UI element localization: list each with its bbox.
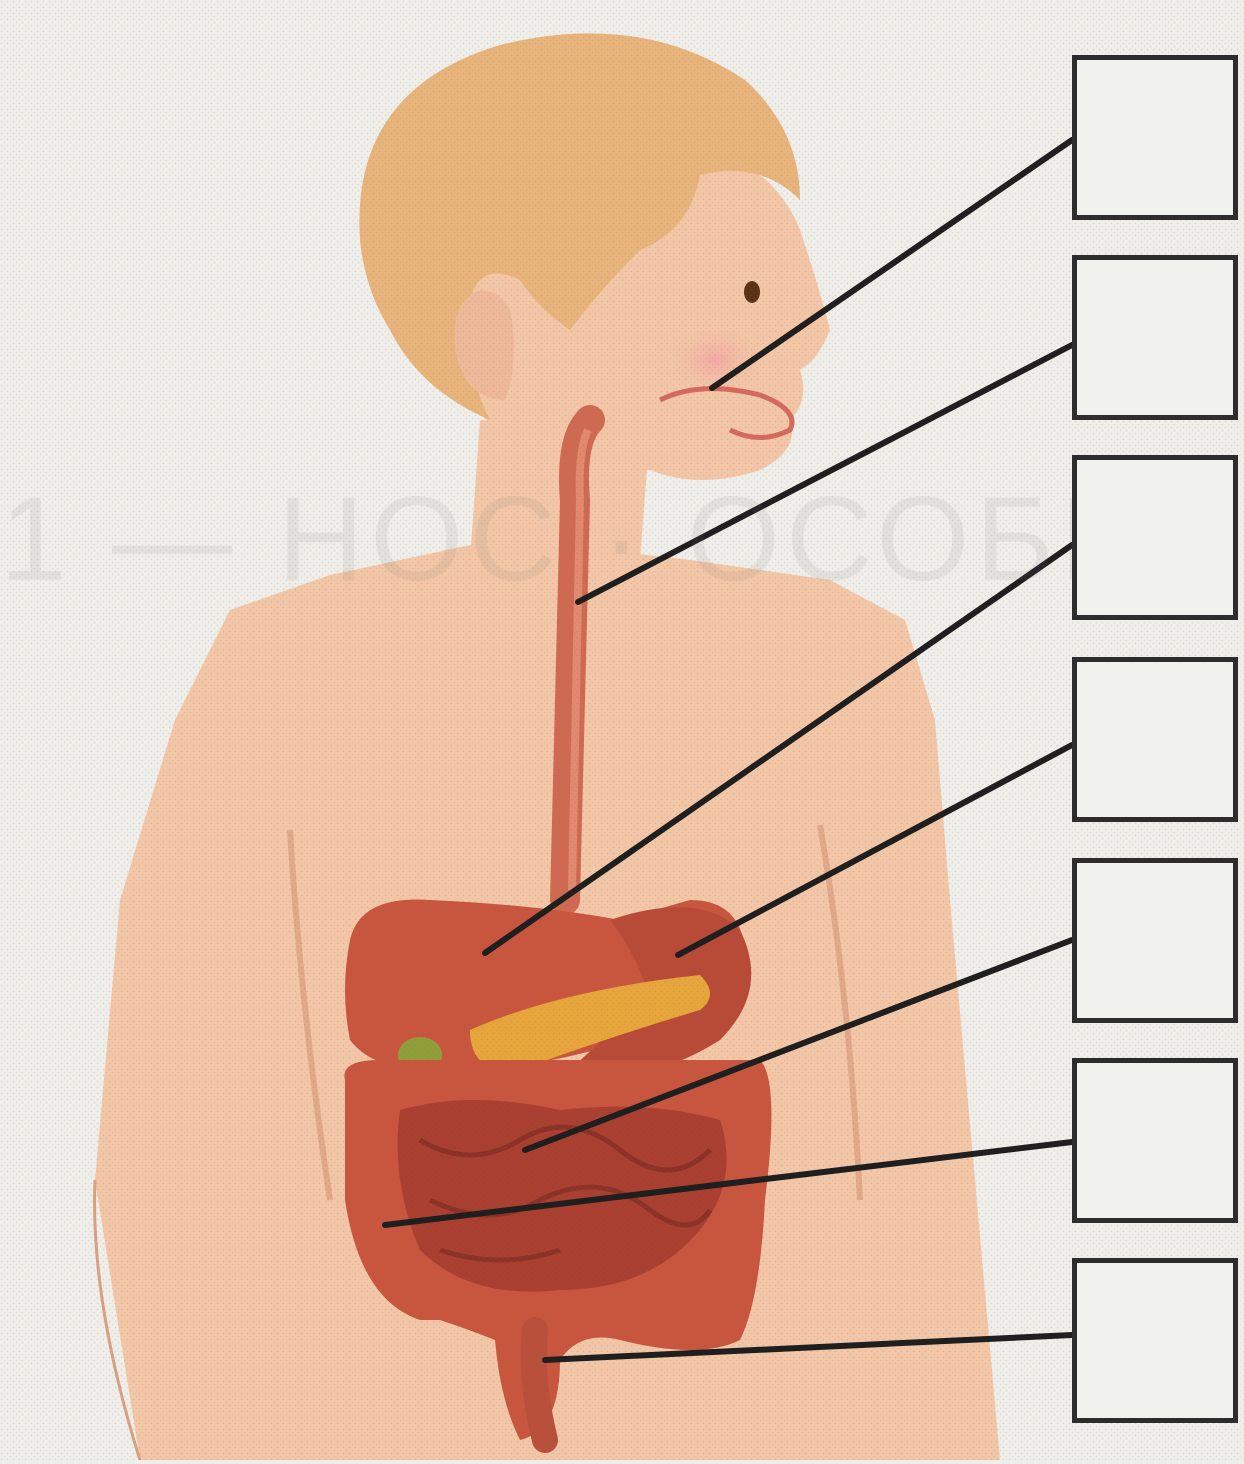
- label-box-7[interactable]: [1072, 1258, 1238, 1423]
- label-box-1[interactable]: [1072, 55, 1238, 220]
- label-box-3[interactable]: [1072, 455, 1238, 620]
- label-box-5[interactable]: [1072, 858, 1238, 1023]
- bleed-through-text: 1 — НОС · ОСОБЕННОСТИ: [0, 470, 1244, 608]
- label-box-4[interactable]: [1072, 657, 1238, 822]
- label-box-2[interactable]: [1072, 255, 1238, 420]
- label-box-6[interactable]: [1072, 1058, 1238, 1223]
